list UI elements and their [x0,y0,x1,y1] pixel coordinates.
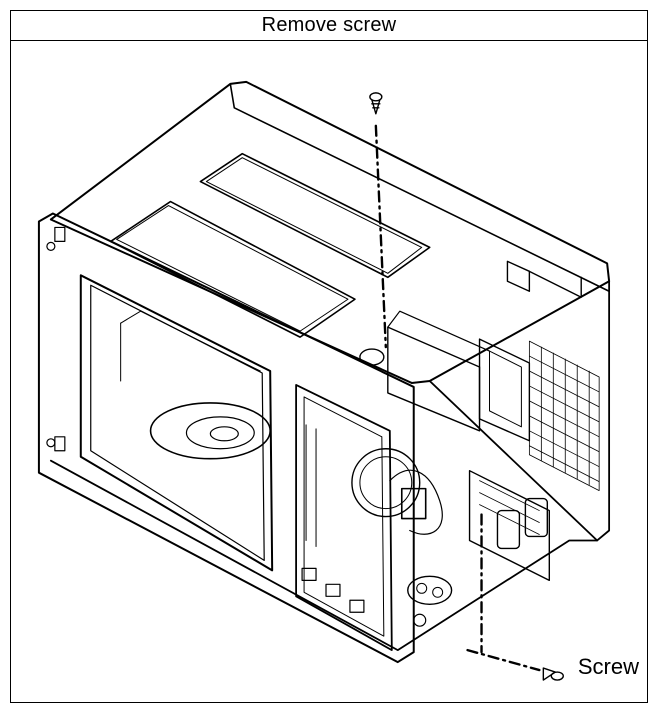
internal-components [351,310,551,627]
side-screw-callout [466,513,564,681]
microwave-line-drawing [37,80,611,681]
screw-label: Screw [577,654,639,679]
screw-icon [369,92,383,115]
instruction-panel: Remove screw [10,10,648,703]
cabinet-outline [49,80,611,652]
top-screw-callout [369,92,388,349]
control-panel-frame [295,384,393,652]
microwave-disassembly-illustration [11,41,647,702]
screw-icon [542,667,564,681]
front-face [37,212,415,664]
page-title: Remove screw [261,14,397,36]
panel-header: Remove screw [11,11,647,41]
side-vent [528,340,600,492]
